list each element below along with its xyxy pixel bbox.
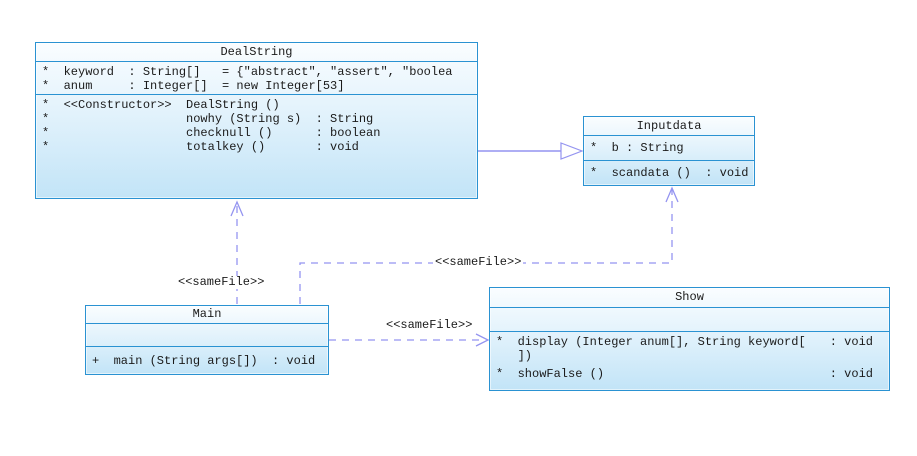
method-return-type: : void bbox=[829, 367, 873, 381]
method-row: * display (Integer anum[], String keywor… bbox=[490, 335, 889, 349]
method-signature: * showFalse () bbox=[496, 367, 605, 381]
method-signature: ]) bbox=[496, 349, 533, 363]
class-title: Main bbox=[86, 306, 328, 324]
methods-compartment: + main (String args[]) : void bbox=[86, 347, 328, 368]
methods-compartment: * scandata () : void bbox=[584, 161, 754, 180]
attribute-row: * anum : Integer[] = new Integer[53] bbox=[42, 79, 345, 93]
method-return-type: : void bbox=[829, 335, 873, 349]
open-arrowhead bbox=[475, 333, 490, 347]
class-title: Inputdata bbox=[584, 117, 754, 136]
method-row: * <<Constructor>> DealString () bbox=[42, 98, 280, 112]
class-title: DealString bbox=[36, 43, 477, 62]
method-row: * totalkey () : void bbox=[42, 140, 359, 154]
method-row: * showFalse () : void bbox=[490, 367, 889, 381]
attributes-compartment bbox=[490, 308, 889, 332]
class-inputdata[interactable]: Inputdata * b : String * scandata () : v… bbox=[583, 116, 755, 186]
attribute-row: * keyword : String[] = {"abstract", "ass… bbox=[42, 65, 453, 79]
class-dealstring[interactable]: DealString * keyword : String[] = {"abst… bbox=[35, 42, 478, 199]
class-main[interactable]: Main + main (String args[]) : void bbox=[85, 305, 329, 375]
method-row: * checknull () : boolean bbox=[42, 126, 381, 140]
open-arrowhead bbox=[230, 200, 244, 217]
methods-compartment: * <<Constructor>> DealString () * nowhy … bbox=[36, 95, 477, 154]
attributes-compartment: * b : String bbox=[584, 136, 754, 161]
stereotype-label-main-show[interactable]: <<sameFile>> bbox=[384, 318, 475, 332]
method-signature: * display (Integer anum[], String keywor… bbox=[496, 335, 806, 349]
hollow-triangle-arrowhead bbox=[560, 142, 584, 160]
method-row: + main (String args[]) : void bbox=[92, 354, 316, 368]
generalization-arrow-dealstring-inputdata[interactable] bbox=[478, 142, 584, 160]
method-return-type bbox=[873, 349, 889, 363]
class-show[interactable]: Show * display (Integer anum[], String k… bbox=[489, 287, 890, 391]
method-row: * nowhy (String s) : String bbox=[42, 112, 374, 126]
attributes-compartment: * keyword : String[] = {"abstract", "ass… bbox=[36, 62, 477, 95]
open-arrowhead bbox=[665, 186, 679, 203]
class-title: Show bbox=[490, 288, 889, 308]
method-row: * scandata () : void bbox=[590, 166, 749, 180]
dependency-arrow-main-show[interactable] bbox=[329, 333, 490, 347]
attributes-compartment bbox=[86, 324, 328, 347]
methods-compartment: * display (Integer anum[], String keywor… bbox=[490, 332, 889, 381]
stereotype-label-main-dealstring[interactable]: <<sameFile>> bbox=[176, 275, 267, 289]
stereotype-label-main-inputdata[interactable]: <<sameFile>> bbox=[433, 255, 524, 269]
method-row: ]) bbox=[490, 349, 889, 363]
attribute-row: * b : String bbox=[590, 141, 684, 155]
